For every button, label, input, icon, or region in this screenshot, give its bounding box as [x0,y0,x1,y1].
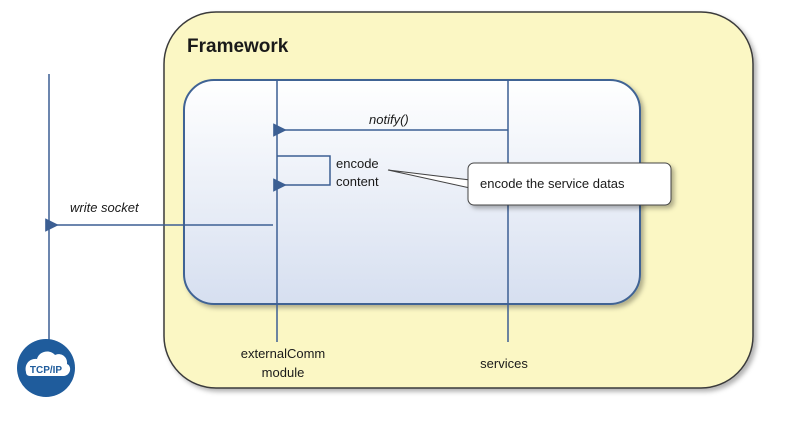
encode-self-arrow [273,155,331,192]
notify-label: notify() [369,112,409,127]
write-socket-label: write socket [70,200,140,215]
callout-text: encode the service datas [480,176,625,191]
framework-title: Framework [187,36,289,57]
externalcomm-label-line1: externalComm [241,346,326,361]
services-label: services [480,356,528,371]
tcp-ip-label: TCP/IP [30,365,63,376]
callout-box [467,162,672,206]
tcp-ip-icon: TCP/IP [17,339,75,397]
encode-label-line2: content [336,174,379,189]
encode-label-line1: encode [336,156,379,171]
externalcomm-label-line2: module [262,365,305,380]
